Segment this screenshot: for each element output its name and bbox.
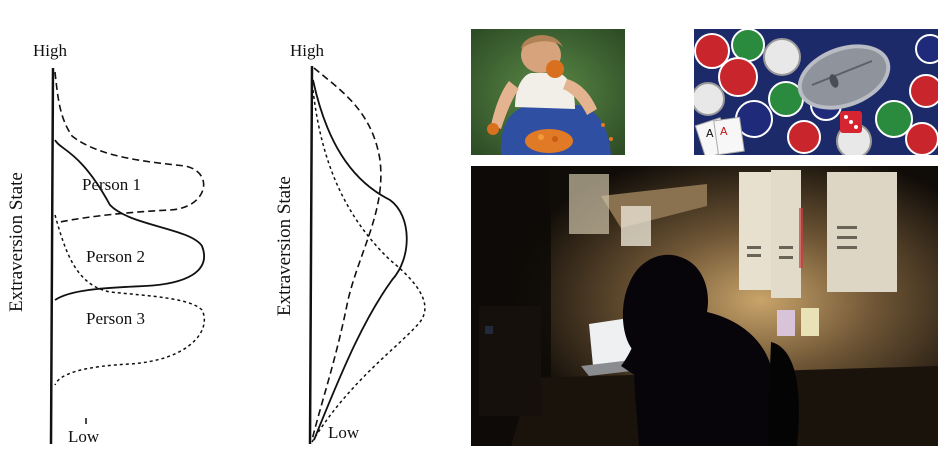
right-vertical-axis: [308, 65, 314, 445]
person-2-label: Person 2: [86, 247, 145, 266]
person-3-label: Person 3: [86, 309, 145, 328]
person-1-label: Person 1: [82, 175, 141, 194]
left-axis-label: Extraversion State: [6, 172, 27, 312]
left-high-label: High: [33, 41, 68, 60]
left-extraversion-diagram: High Low Extraversion State Person 1 Per…: [6, 41, 205, 446]
right-axis-label: Extraversion State: [274, 176, 295, 316]
right-dashed-curve: [311, 67, 382, 441]
left-vertical-axis: [49, 67, 55, 445]
right-extraversion-diagram: High Low Extraversion State: [274, 41, 426, 445]
right-dotted-curve: [311, 89, 426, 443]
photo-person-at-desk: [471, 166, 938, 446]
svg-text:A: A: [720, 125, 728, 138]
right-solid-curve: [312, 79, 408, 441]
left-low-label: Low: [68, 427, 100, 446]
svg-text:A: A: [706, 127, 714, 140]
photo-child-eating: [471, 29, 625, 155]
photo-gambling: A A: [694, 29, 938, 155]
person-1-curve: [54, 71, 205, 223]
person-3-curve: [54, 214, 205, 386]
right-low-label: Low: [328, 423, 360, 442]
person-2-curve: [54, 139, 205, 301]
right-high-label: High: [290, 41, 325, 60]
